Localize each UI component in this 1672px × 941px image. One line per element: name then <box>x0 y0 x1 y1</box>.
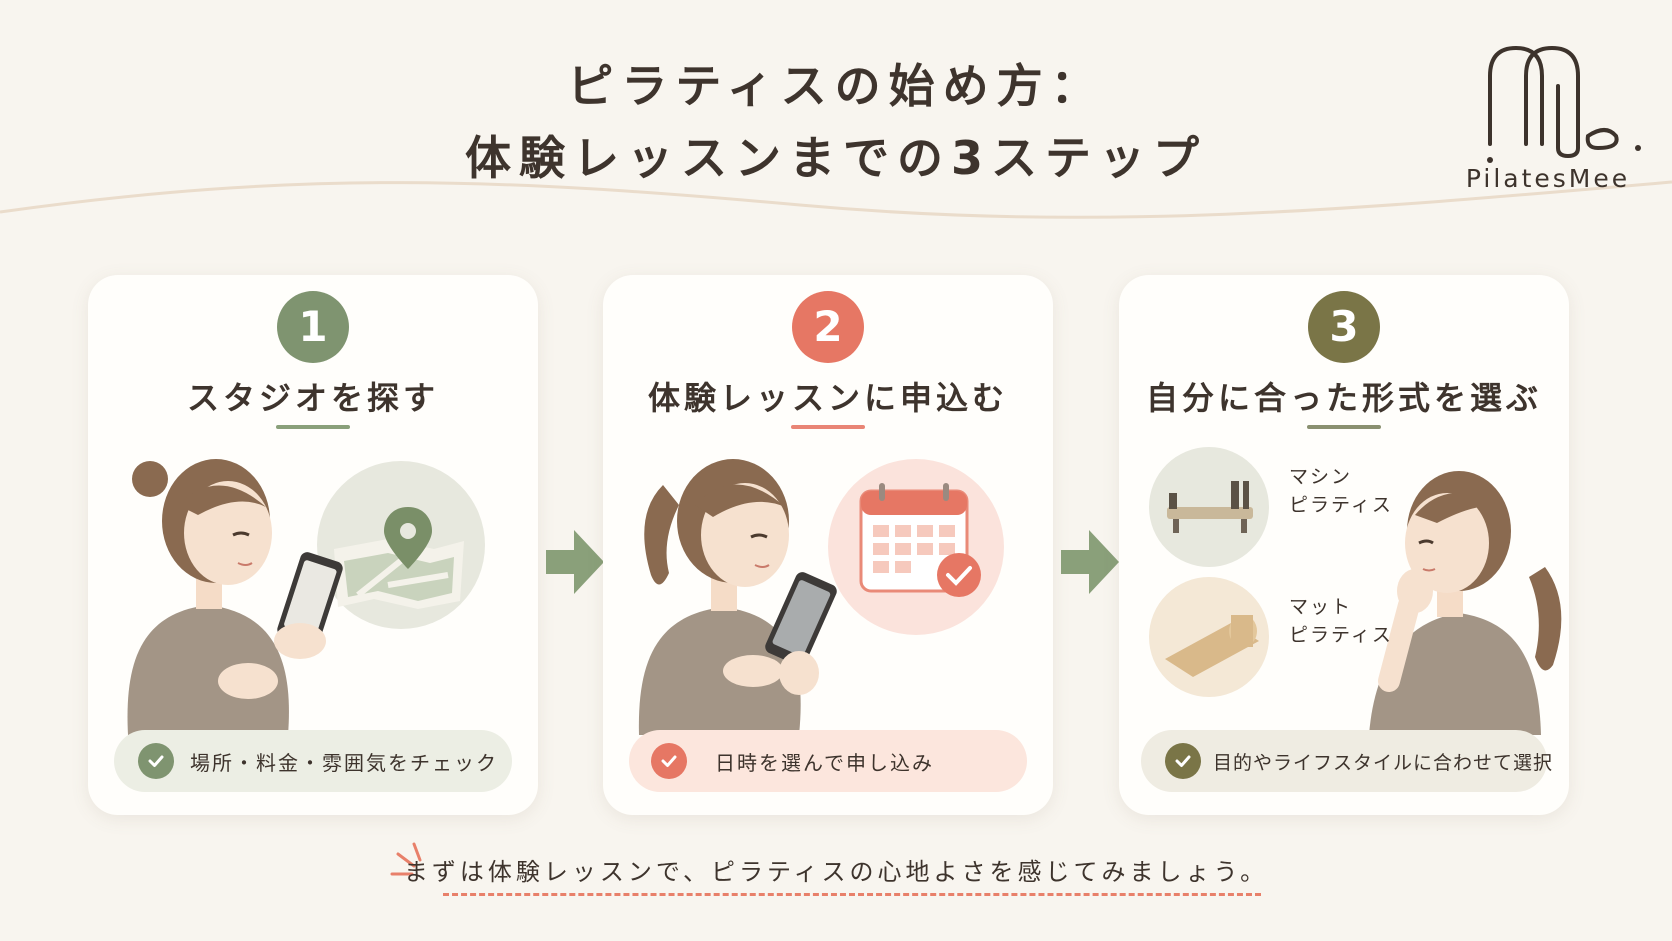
dashed-underline <box>443 893 1261 896</box>
page-title-line2: 体験レッスンまでの3ステップ <box>464 131 1207 185</box>
checkmark-icon <box>1165 743 1201 779</box>
woman-figure <box>1369 471 1562 735</box>
step-title: スタジオを探す <box>186 379 439 417</box>
step-number-badge: 2 <box>792 291 864 363</box>
step-card-1: 1 スタジオを探す <box>88 275 538 815</box>
check-text: 目的やライフスタイルに合わせて選択 <box>1213 751 1554 774</box>
step-card-2: 2 体験レッスンに申込む <box>603 275 1053 815</box>
reformer-machine-icon <box>1167 481 1253 533</box>
option-machine-label: マシン ピラティス <box>1289 463 1393 519</box>
title-underline <box>276 425 350 429</box>
option-mat-label: マット ピラティス <box>1289 593 1393 649</box>
title-underline <box>1307 425 1381 429</box>
page-title-line1: ピラティスの始め方： <box>567 59 1105 113</box>
check-text: 日時を選んで申し込み <box>715 750 934 775</box>
arrow-right-icon <box>546 530 604 594</box>
woman-figure <box>638 459 801 735</box>
smartphone-icon <box>277 552 343 646</box>
map-icon <box>334 539 464 609</box>
checkmark-icon <box>651 743 687 779</box>
footer-message: まずは体験レッスンで、ピラティスの心地よさを感じてみましょう。 <box>403 858 1269 886</box>
pilatesmee-logo-icon <box>1487 45 1641 163</box>
woman-figure <box>127 459 289 735</box>
logo-text: PilatesMee <box>1465 164 1631 193</box>
rolled-mat-icon <box>1165 615 1259 677</box>
title-underline <box>791 425 865 429</box>
option-line2: ピラティス <box>1289 624 1393 646</box>
header-wave-divider <box>0 180 1672 219</box>
check-text: 場所・料金・雰囲気をチェック <box>190 750 498 775</box>
step-title: 自分に合った形式を選ぶ <box>1145 379 1542 417</box>
step-check-pill: 日時を選んで申し込み <box>629 730 1027 792</box>
woman-booking-lesson-illustration <box>638 459 1004 735</box>
woman-choosing-style-illustration <box>1149 447 1562 735</box>
option-line2: ピラティス <box>1289 494 1393 516</box>
option-line1: マシン <box>1289 466 1353 488</box>
smartphone-icon <box>765 572 837 666</box>
step-number-badge: 3 <box>1308 291 1380 363</box>
checkmark-icon <box>138 743 174 779</box>
check-badge-icon <box>937 553 981 597</box>
option-line1: マット <box>1289 596 1353 618</box>
step-title: 体験レッスンに申込む <box>647 379 1008 417</box>
step-check-pill: 目的やライフスタイルに合わせて選択 <box>1141 730 1552 792</box>
step-check-pill: 場所・料金・雰囲気をチェック <box>114 730 512 792</box>
location-pin-icon <box>384 507 432 569</box>
sparkle-lines-icon <box>390 842 422 876</box>
woman-searching-studio-illustration <box>127 459 485 735</box>
arrow-right-icon <box>1061 530 1119 594</box>
step-number-badge: 1 <box>277 291 349 363</box>
step-card-3: 3 自分に合った形式を選ぶ <box>1119 275 1569 815</box>
